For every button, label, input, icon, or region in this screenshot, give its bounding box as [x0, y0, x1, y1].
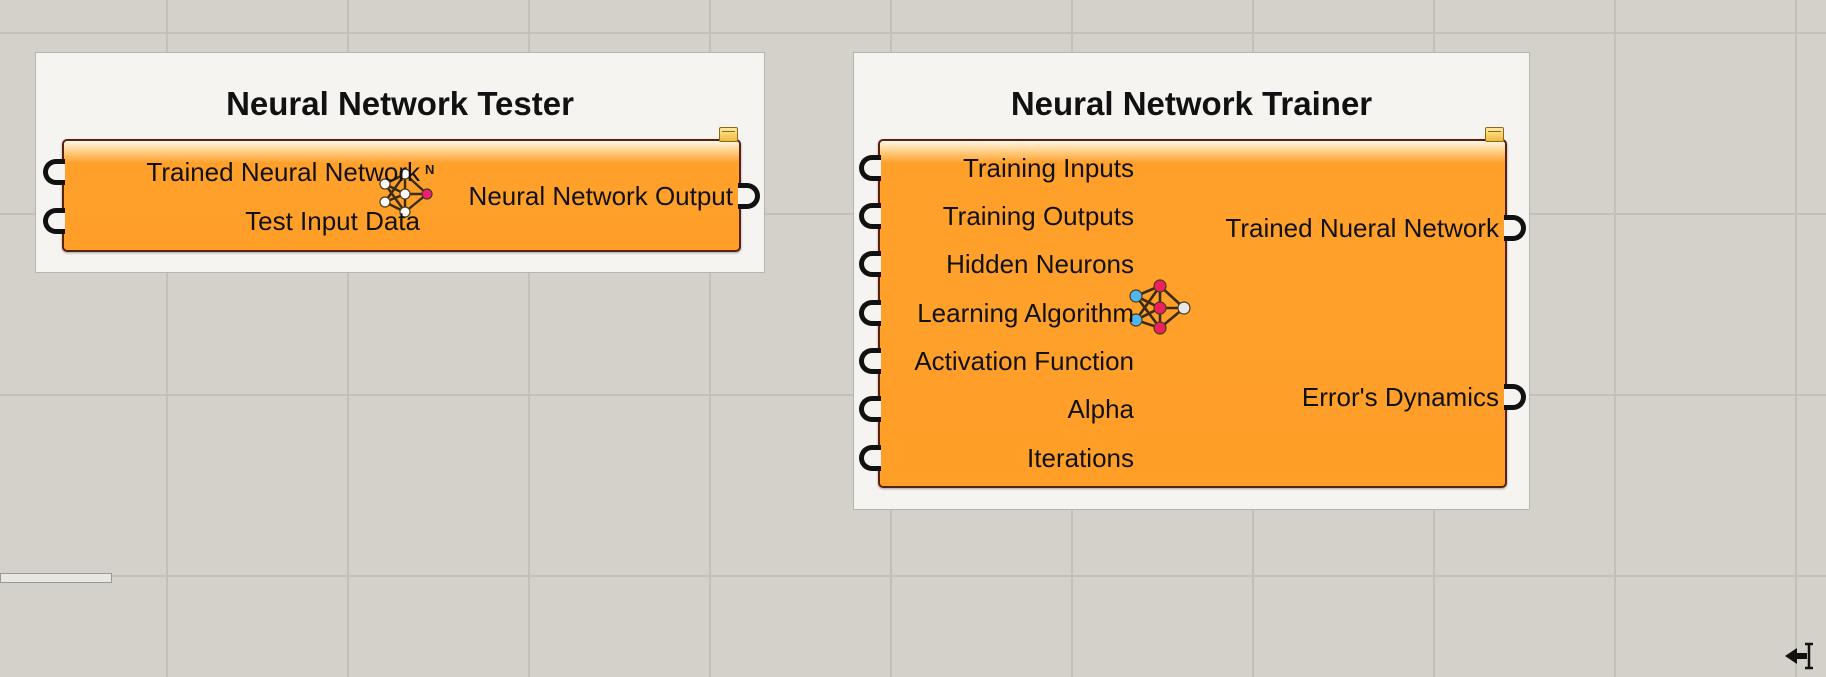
- grid-line-horizontal: [0, 575, 1826, 577]
- grid-line-horizontal: [0, 32, 1826, 34]
- output-port-label[interactable]: Error's Dynamics: [1301, 382, 1499, 412]
- input-port-label[interactable]: Iterations: [1027, 443, 1134, 473]
- mouse-cursor-icon: [1785, 642, 1813, 670]
- input-port-label[interactable]: Trained Neural Network: [146, 157, 420, 187]
- output-port-nub[interactable]: [738, 183, 760, 209]
- horizontal-scrollbar-stub[interactable]: [0, 573, 112, 583]
- output-port-nub[interactable]: [1504, 215, 1526, 241]
- output-port-label[interactable]: Neural Network Output: [468, 181, 733, 211]
- input-port-label[interactable]: Activation Function: [914, 346, 1134, 376]
- input-port-label[interactable]: Hidden Neurons: [946, 249, 1134, 279]
- group-title-trainer: Neural Network Trainer: [1010, 85, 1373, 122]
- input-port-nub[interactable]: [859, 445, 881, 471]
- input-port-nub[interactable]: [859, 396, 881, 422]
- input-port-nub[interactable]: [859, 348, 881, 374]
- input-port-nub[interactable]: [43, 159, 65, 185]
- input-port-label[interactable]: Alpha: [1067, 394, 1135, 424]
- input-port-nub[interactable]: [859, 300, 881, 326]
- input-port-label[interactable]: Learning Algorithm: [917, 298, 1134, 328]
- grid-line-vertical: [528, 0, 530, 677]
- output-port-nub[interactable]: [1504, 384, 1526, 410]
- message-bubble-icon[interactable]: [1485, 127, 1504, 142]
- input-port-label[interactable]: Training Inputs: [962, 153, 1134, 183]
- input-port-nub[interactable]: [859, 155, 881, 181]
- input-port-nub[interactable]: [43, 208, 65, 234]
- neural-network-icon: N: [379, 164, 434, 218]
- svg-text:N: N: [425, 164, 434, 177]
- input-port-label[interactable]: Test Input Data: [245, 206, 420, 236]
- grid-line-vertical: [1795, 0, 1797, 677]
- grid-line-vertical: [1614, 0, 1616, 677]
- input-port-label[interactable]: Training Outputs: [942, 201, 1134, 231]
- output-port-label[interactable]: Trained Nueral Network: [1225, 213, 1499, 243]
- neural-network-icon: [1129, 279, 1191, 335]
- grid-line-vertical: [166, 0, 168, 677]
- grid-line-vertical: [347, 0, 349, 677]
- input-port-nub[interactable]: [859, 203, 881, 229]
- component-trainer[interactable]: [878, 139, 1507, 488]
- message-bubble-icon[interactable]: [719, 127, 738, 142]
- group-title-tester: Neural Network Tester: [226, 85, 574, 122]
- input-port-nub[interactable]: [859, 251, 881, 277]
- grid-line-vertical: [709, 0, 711, 677]
